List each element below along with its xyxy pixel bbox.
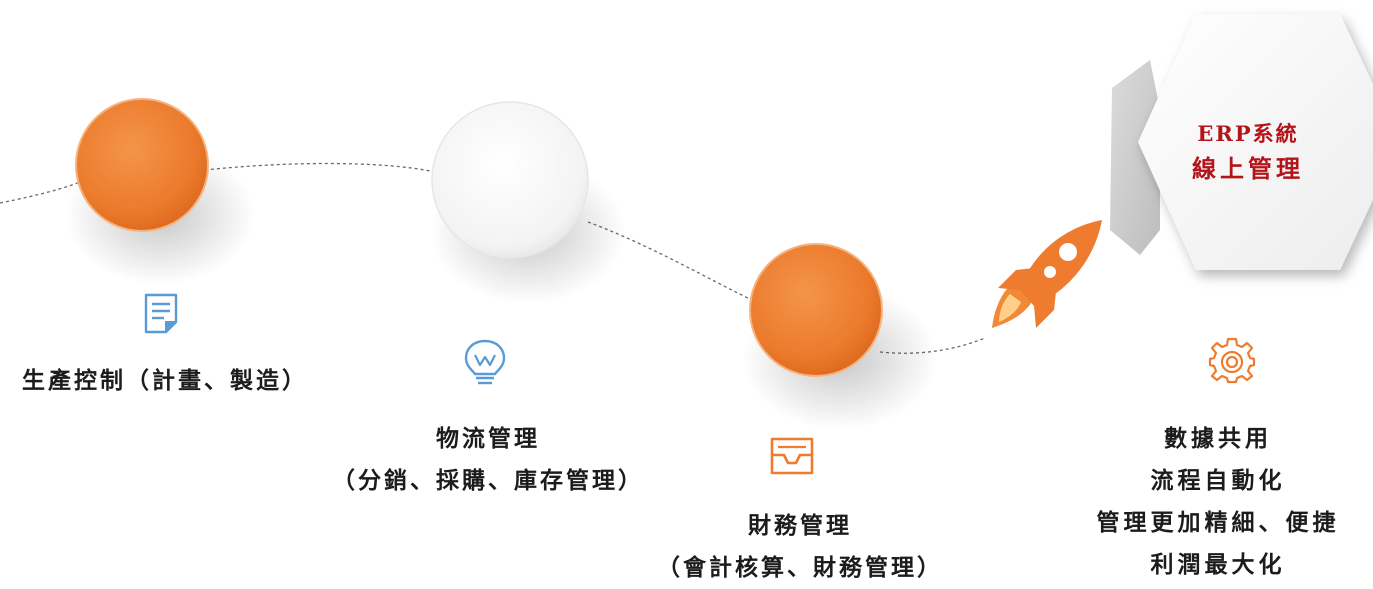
benefit-line-3: 管理更加精細、便捷 [1096,509,1340,536]
step-label-logistics: 物流管理 （分銷、採購、庫存管理） [318,418,658,502]
lightbulb-icon [464,339,506,385]
step-label-production: 生產控制（計畫、製造） [0,364,330,398]
erp-hexagon [1110,14,1373,270]
node-circle-1 [65,98,255,285]
hexagon-face [1138,14,1373,270]
node-circle-2 [430,101,626,304]
hexagon-line-1: ERP系統 [1197,121,1299,146]
step-2-line-1: 物流管理 [436,425,540,452]
step-3-line-2: （會計核算、財務管理） [657,554,943,581]
step-1-line-1: 生產控制（計畫、製造） [22,367,308,394]
step-2-line-2: （分銷、採購、庫存管理） [332,467,644,494]
node-circle-3 [742,243,938,430]
benefit-line-1: 數據共用 [1164,425,1272,452]
step-label-erp-benefits: 數據共用 流程自動化 管理更加精細、便捷 利潤最大化 [1063,418,1373,586]
hexagon-line-2: 線上管理 [1192,154,1304,183]
benefit-line-2: 流程自動化 [1150,467,1286,494]
erp-hexagon-label: ERP系統 線上管理 [1168,118,1328,188]
connector-path [0,162,986,354]
document-icon [144,293,178,334]
step-label-finance: 財務管理 （會計核算、財務管理） [640,505,960,589]
inbox-tray-icon [770,437,814,475]
gear-icon [1208,337,1256,384]
rocket-icon [992,220,1102,328]
benefit-line-4: 利潤最大化 [1150,551,1286,578]
hexagon-shadow-plate [1110,60,1160,255]
step-3-line-1: 財務管理 [748,512,852,539]
